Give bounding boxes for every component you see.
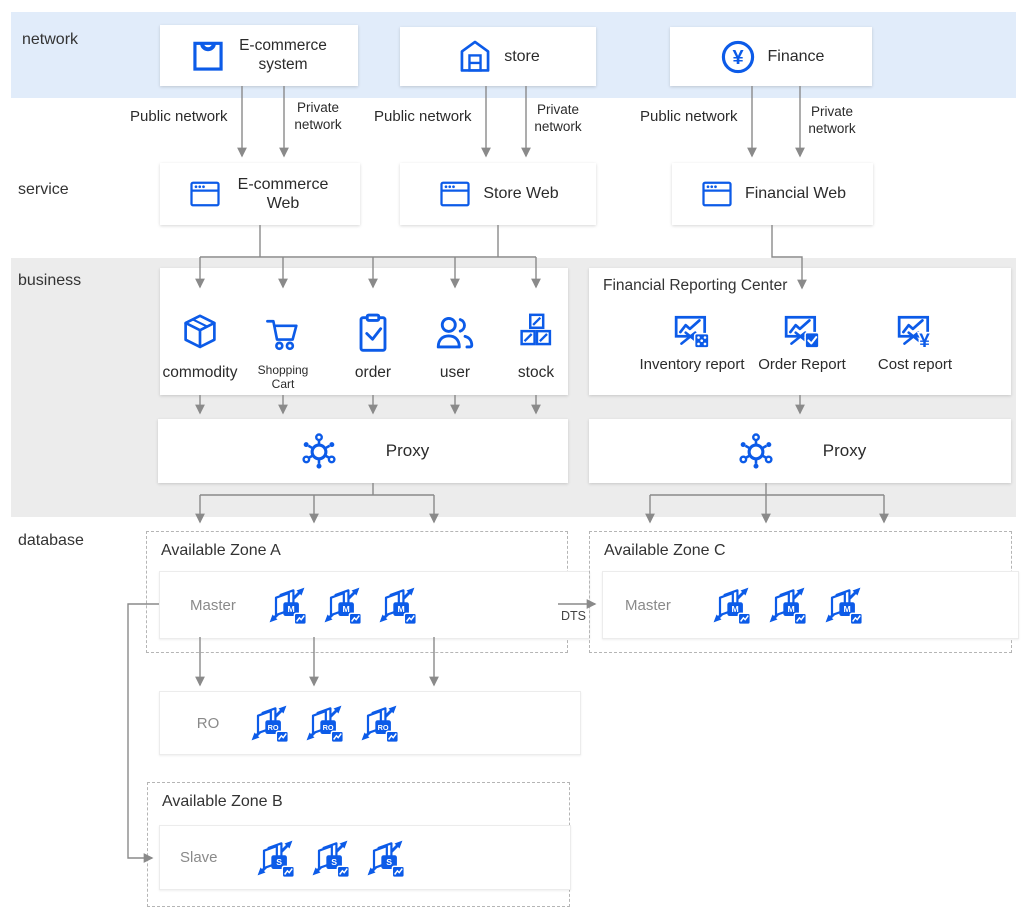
slave-row-zone-b: Slave S S S bbox=[159, 825, 571, 890]
item-label: commodity bbox=[162, 364, 238, 381]
users-icon bbox=[432, 311, 478, 357]
layer-label-database: database bbox=[18, 532, 84, 549]
svg-text:M: M bbox=[732, 604, 739, 614]
item-label: Inventory report bbox=[639, 356, 745, 373]
business-services-box bbox=[160, 268, 568, 395]
layer-label-business: business bbox=[18, 272, 82, 289]
node-store-web: Store Web bbox=[400, 163, 596, 225]
svg-text:M: M bbox=[343, 604, 350, 614]
mysql-db-icon: M bbox=[375, 583, 419, 627]
svg-text:M: M bbox=[398, 604, 405, 614]
report-item-cost: Cost report bbox=[845, 312, 985, 373]
node-finance: Finance bbox=[670, 27, 872, 86]
zone-title: Available Zone A bbox=[161, 542, 281, 559]
stacked-boxes-icon bbox=[513, 311, 559, 357]
node-ecommerce-system: E-commerce system bbox=[160, 25, 358, 86]
item-label: Order Report bbox=[758, 356, 846, 373]
row-label: Slave bbox=[180, 849, 218, 866]
mysql-db-icon: S bbox=[308, 836, 352, 880]
proxy-label: Proxy bbox=[385, 440, 430, 460]
master-row-zone-c: Master M M M bbox=[602, 571, 1019, 639]
node-label: E-commerce Web bbox=[237, 175, 329, 212]
proxy-left: Proxy bbox=[158, 419, 568, 483]
master-row-zone-a: Master M M M bbox=[159, 571, 590, 639]
mysql-db-icon: M bbox=[821, 583, 865, 627]
node-store: store bbox=[400, 27, 596, 86]
link-label-private-2: Private network bbox=[534, 102, 582, 134]
item-label: order bbox=[354, 364, 392, 381]
mysql-db-icon: M bbox=[320, 583, 364, 627]
node-financial-web: Financial Web bbox=[672, 163, 873, 225]
chart-board-check-icon bbox=[783, 312, 821, 350]
report-item-inventory: Inventory report bbox=[622, 312, 762, 373]
svg-text:M: M bbox=[288, 604, 295, 614]
link-label-public-3: Public network bbox=[640, 108, 738, 125]
item-label: Cost report bbox=[877, 356, 953, 373]
link-label-public-1: Public network bbox=[130, 108, 228, 125]
service-item-order: order bbox=[328, 311, 418, 382]
proxy-right: Proxy bbox=[589, 419, 1011, 483]
item-label: user bbox=[439, 364, 471, 381]
service-item-commodity: commodity bbox=[155, 311, 245, 382]
service-item-user: user bbox=[410, 311, 500, 382]
row-label: Master bbox=[190, 596, 236, 614]
service-item-stock: stock bbox=[491, 311, 581, 382]
shopping-cart-icon bbox=[261, 313, 305, 357]
mysql-db-icon: RO bbox=[247, 701, 291, 745]
mysql-db-icon: S bbox=[253, 836, 297, 880]
storefront-icon bbox=[456, 38, 494, 76]
yen-coin-icon bbox=[718, 37, 758, 77]
node-label: Financial Web bbox=[744, 185, 847, 203]
chart-board-dice-icon bbox=[673, 312, 711, 350]
link-label-private-1: Private network bbox=[294, 100, 342, 132]
mysql-db-icon: RO bbox=[302, 701, 346, 745]
node-label: E-commerce system bbox=[239, 36, 327, 73]
svg-text:RO: RO bbox=[268, 723, 279, 732]
shopping-bag-icon bbox=[189, 37, 227, 75]
proxy-label: Proxy bbox=[822, 440, 867, 460]
browser-window-icon bbox=[437, 176, 473, 212]
item-label: Shopping Cart bbox=[257, 363, 309, 391]
mysql-db-icon: M bbox=[765, 583, 809, 627]
svg-text:RO: RO bbox=[378, 723, 389, 732]
mysql-db-icon: M bbox=[265, 583, 309, 627]
row-label: Master bbox=[625, 596, 671, 614]
node-label: Store Web bbox=[483, 185, 559, 203]
node-ecommerce-web: E-commerce Web bbox=[160, 163, 360, 225]
chart-board-yen-icon bbox=[896, 312, 934, 350]
node-label: store bbox=[504, 47, 540, 65]
mysql-db-icon: RO bbox=[357, 701, 401, 745]
browser-window-icon bbox=[187, 176, 223, 212]
layer-label-service: service bbox=[18, 181, 69, 198]
service-item-cart: Shopping Cart bbox=[245, 313, 321, 392]
zone-title: Available Zone C bbox=[604, 542, 726, 559]
item-label: stock bbox=[517, 364, 555, 381]
dts-label: DTS bbox=[561, 609, 586, 623]
link-label-private-3: Private network bbox=[808, 104, 856, 136]
svg-text:S: S bbox=[386, 857, 392, 867]
report-item-order: Order Report bbox=[732, 312, 872, 373]
ro-row: RO RO RO RO bbox=[159, 691, 581, 755]
svg-text:RO: RO bbox=[323, 723, 334, 732]
clipboard-check-icon bbox=[350, 311, 396, 357]
financial-reporting-center-title: Financial Reporting Center bbox=[603, 277, 788, 294]
svg-text:S: S bbox=[276, 857, 282, 867]
hub-network-icon bbox=[297, 429, 341, 473]
hub-network-icon bbox=[734, 429, 778, 473]
layer-label-network: network bbox=[22, 31, 79, 48]
svg-text:M: M bbox=[844, 604, 851, 614]
svg-text:S: S bbox=[331, 857, 337, 867]
node-label: Finance bbox=[767, 47, 825, 65]
mysql-db-icon: M bbox=[709, 583, 753, 627]
zone-title: Available Zone B bbox=[162, 793, 283, 810]
svg-text:M: M bbox=[788, 604, 795, 614]
row-label: RO bbox=[196, 714, 220, 732]
mysql-db-icon: S bbox=[363, 836, 407, 880]
browser-window-icon bbox=[699, 176, 735, 212]
link-label-public-2: Public network bbox=[374, 108, 472, 125]
package-3d-box-icon bbox=[177, 311, 223, 357]
